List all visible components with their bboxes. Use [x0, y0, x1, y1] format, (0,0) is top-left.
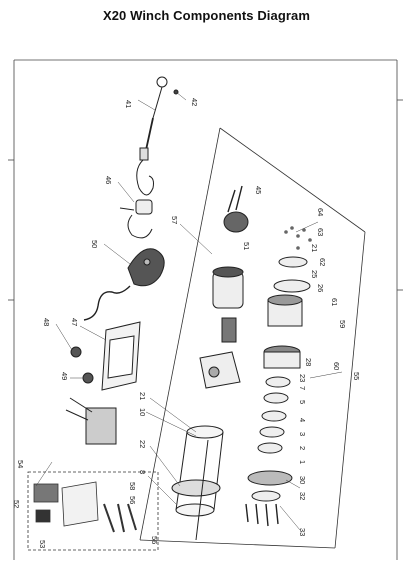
callout-53: 53 — [38, 540, 47, 548]
callout-7: 7 — [298, 386, 307, 390]
callout-33: 33 — [298, 528, 307, 536]
callout-58: 58 — [128, 482, 137, 490]
callout-labels: 41 42 46 45 50 57 48 47 49 21 10 22 8 54… — [12, 98, 361, 548]
callout-42: 42 — [190, 98, 199, 106]
callout-3: 3 — [298, 432, 307, 436]
winch-cable-with-hook — [136, 76, 179, 196]
callout-49: 49 — [60, 372, 69, 380]
page-border — [8, 59, 403, 560]
contactor-kit-box — [27, 471, 159, 551]
callout-1: 1 — [298, 460, 307, 464]
callout-21b: 21 — [310, 244, 319, 252]
callout-63: 63 — [316, 228, 325, 236]
callout-51: 51 — [242, 242, 251, 250]
callout-21: 21 — [138, 392, 147, 400]
callout-54: 54 — [16, 460, 25, 468]
callout-30: 30 — [298, 476, 307, 484]
clevis-hook — [119, 199, 153, 239]
callout-64: 64 — [316, 208, 325, 216]
remote-control — [83, 248, 165, 321]
callout-46: 46 — [104, 176, 113, 184]
callout-50: 50 — [90, 240, 99, 248]
callout-55: 55 — [352, 372, 361, 380]
winch-drum — [171, 425, 224, 541]
callout-47: 47 — [70, 318, 79, 326]
callout-56a: 56 — [128, 496, 137, 504]
callout-62: 62 — [318, 258, 327, 266]
motor-assembly — [199, 185, 249, 389]
callout-2: 2 — [298, 446, 307, 450]
gearbox-stack — [245, 256, 311, 527]
callout-32: 32 — [298, 492, 307, 500]
callout-8: 8 — [138, 470, 147, 474]
callout-10: 10 — [138, 408, 147, 416]
assembly-frame — [139, 127, 366, 549]
fasteners — [284, 226, 312, 250]
callout-52: 52 — [12, 500, 21, 508]
diagram-title: X20 Winch Components Diagram — [102, 8, 311, 23]
callout-4: 4 — [298, 418, 307, 422]
callout-48: 48 — [42, 318, 51, 326]
callout-41: 41 — [124, 100, 133, 108]
callout-56b: 56 — [150, 536, 159, 544]
callout-5: 5 — [298, 400, 307, 404]
leader-lines — [35, 91, 343, 531]
callout-28: 28 — [304, 358, 313, 366]
callout-61: 61 — [330, 298, 339, 306]
callout-26: 26 — [316, 284, 325, 292]
mounting-bracket — [70, 321, 141, 391]
callout-57: 57 — [170, 216, 179, 224]
control-box — [65, 397, 117, 445]
callout-45: 45 — [254, 186, 263, 194]
callout-25: 25 — [310, 270, 319, 278]
callout-23: 23 — [298, 374, 307, 382]
callout-59: 59 — [338, 320, 347, 328]
callout-60: 60 — [332, 362, 341, 370]
callout-22: 22 — [138, 440, 147, 448]
